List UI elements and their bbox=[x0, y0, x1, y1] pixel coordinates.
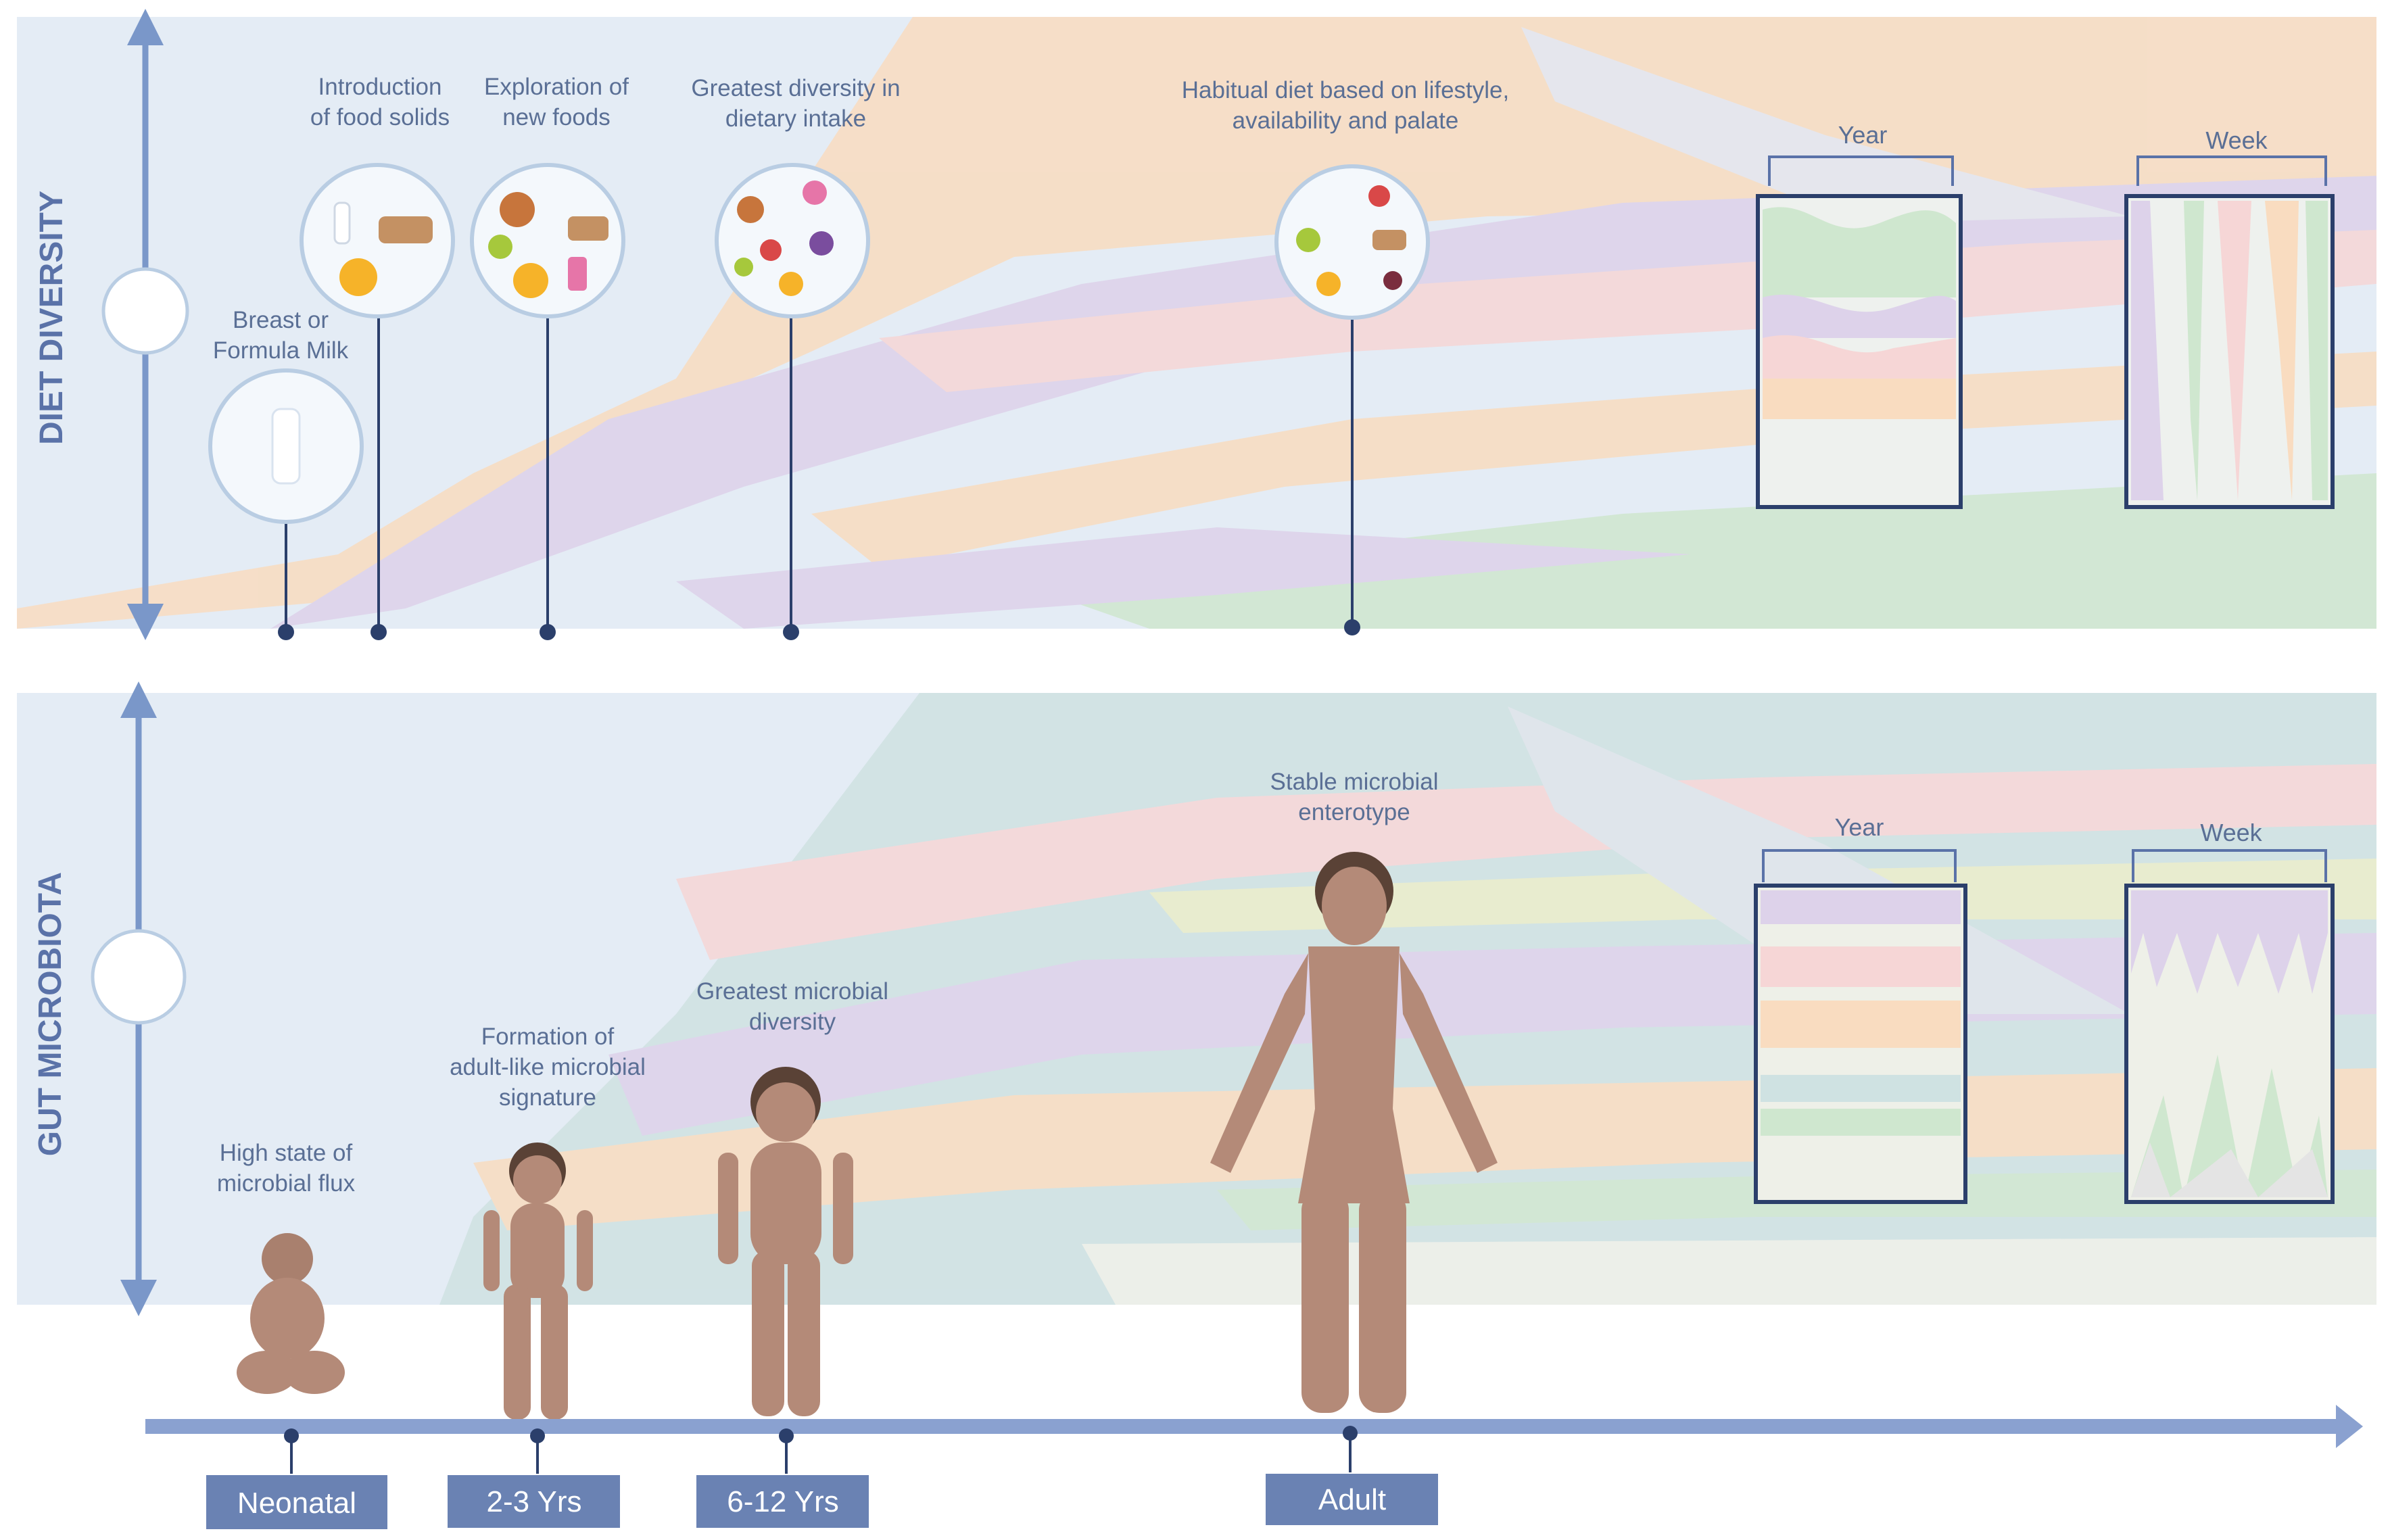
diet-year-label: Year bbox=[1838, 121, 1888, 149]
diet-year-box: Year bbox=[1756, 121, 1963, 509]
stage-label-2-3-yrs: 2-3 Yrs bbox=[486, 1485, 581, 1518]
stage-label-neonatal: Neonatal bbox=[237, 1487, 356, 1520]
gut-axis-microbe-icon bbox=[91, 929, 187, 1025]
diet-band-lavender-2 bbox=[676, 527, 1690, 629]
diet-label-explore-2: new foods bbox=[502, 104, 611, 130]
diet-zoom-wedge bbox=[1521, 27, 2130, 223]
gut-band-pink bbox=[676, 764, 2376, 960]
diet-band-peach-2 bbox=[811, 352, 2376, 568]
gut-label-greatest-2: diversity bbox=[749, 1009, 836, 1035]
diet-axis-food-icon bbox=[101, 267, 189, 355]
gut-week-bracket bbox=[2132, 849, 2327, 882]
stage-child: 6-12 Yrs bbox=[696, 1428, 869, 1528]
stage-label-adult: Adult bbox=[1318, 1483, 1386, 1516]
diet-label-greatest-1: Greatest diversity in bbox=[691, 75, 900, 101]
gut-year-box: Year bbox=[1754, 813, 1967, 1204]
stage-neonatal: Neonatal bbox=[206, 1428, 387, 1529]
gut-year-bracket bbox=[1762, 849, 1957, 882]
diet-milestone-explore: Exploration of new foods bbox=[470, 74, 629, 640]
stage-toddler: 2-3 Yrs bbox=[448, 1428, 620, 1528]
stage-box-adult bbox=[1266, 1474, 1438, 1525]
diet-week-label: Week bbox=[2205, 126, 2268, 154]
gut-zoom-wedge bbox=[1508, 706, 2130, 1014]
figure-toddler bbox=[483, 1142, 593, 1420]
diet-panel: DIET DIVERSITY bbox=[17, 9, 2376, 640]
diet-milestone-greatest: Greatest diversity in dietary intake bbox=[691, 75, 901, 640]
stage-label-6-12-yrs: 6-12 Yrs bbox=[727, 1485, 839, 1518]
diet-milestones: Breast or Formula Milk Introduction of f… bbox=[208, 74, 1509, 640]
timeline-arrowhead bbox=[2336, 1405, 2363, 1448]
gut-band-light bbox=[1082, 1237, 2376, 1305]
diet-milestone-habitual: Habitual diet based on lifestyle, availa… bbox=[1182, 77, 1509, 635]
gut-label-formation-2: adult-like microbial bbox=[450, 1054, 646, 1080]
diet-label-explore-1: Exploration of bbox=[484, 74, 629, 100]
stage-box-2-3-yrs bbox=[448, 1475, 620, 1528]
diet-milestone-milk: Breast or Formula Milk bbox=[208, 307, 364, 640]
gut-week-box: Week bbox=[2124, 819, 2335, 1204]
gut-label-formation-3: signature bbox=[499, 1084, 596, 1111]
diet-label-milk-2: Formula Milk bbox=[213, 337, 349, 364]
stage-box-6-12-yrs bbox=[696, 1475, 869, 1528]
diet-band-green bbox=[1014, 473, 2376, 629]
timeline: Neonatal 2-3 Yrs 6-12 Yrs Adult bbox=[145, 1405, 2363, 1529]
gut-week-label: Week bbox=[2200, 819, 2262, 846]
diet-band-pink bbox=[879, 230, 2376, 392]
diet-label-habitual-2: availability and palate bbox=[1233, 107, 1459, 134]
gut-label-formation-1: Formation of bbox=[481, 1024, 615, 1050]
gut-label-stable-2: enterotype bbox=[1298, 799, 1410, 825]
diet-label-habitual-1: Habitual diet based on lifestyle, bbox=[1182, 77, 1509, 103]
figure-neonatal bbox=[237, 1233, 345, 1394]
diet-label-milk-1: Breast or bbox=[233, 307, 329, 333]
stage-adult: Adult bbox=[1266, 1426, 1438, 1525]
figure-child bbox=[718, 1067, 853, 1416]
gut-axis-label: GUT MICROBIOTA bbox=[32, 872, 68, 1156]
gut-label-stable-1: Stable microbial bbox=[1270, 769, 1439, 795]
figure-adult bbox=[1210, 852, 1498, 1413]
gut-panel: GUT MICROBIOTA bbox=[17, 681, 2376, 1316]
diet-year-bracket bbox=[1768, 155, 1954, 186]
diet-milestone-solids: Introduction of food solids bbox=[300, 74, 455, 640]
gut-label-flux-2: microbial flux bbox=[217, 1170, 356, 1197]
diet-label-solids-1: Introduction bbox=[318, 74, 442, 100]
diet-week-bracket bbox=[2136, 155, 2327, 186]
gut-milestones: High state of microbial flux Formation o… bbox=[217, 769, 1439, 1197]
diet-axis-label: DIET DIVERSITY bbox=[34, 191, 70, 445]
diet-week-box: Week bbox=[2124, 126, 2335, 509]
gut-label-greatest-1: Greatest microbial bbox=[696, 978, 888, 1005]
diet-label-solids-2: of food solids bbox=[310, 104, 450, 130]
gut-year-label: Year bbox=[1835, 813, 1884, 841]
diet-label-greatest-2: dietary intake bbox=[725, 105, 866, 132]
diet-milestone-dot bbox=[278, 624, 294, 640]
gut-label-flux-1: High state of bbox=[220, 1140, 353, 1166]
stage-box-neonatal bbox=[206, 1475, 387, 1529]
